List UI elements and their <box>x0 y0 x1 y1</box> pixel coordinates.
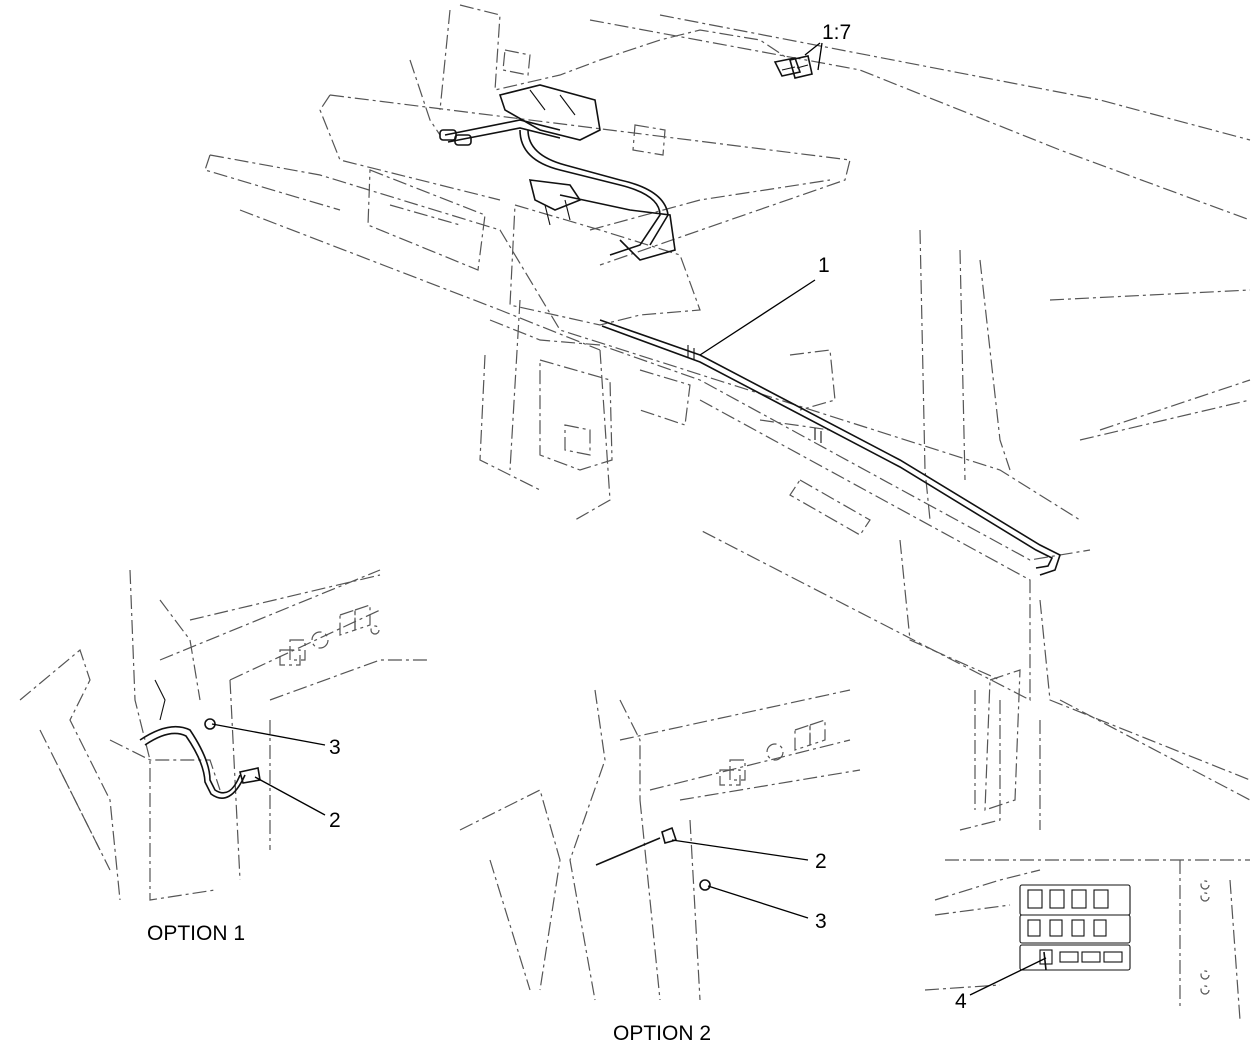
main-frame-phantom <box>204 4 1251 831</box>
leader-opt1-3 <box>211 723 326 746</box>
callout-opt2-3: 3 <box>815 910 827 933</box>
leader-opt2-3 <box>707 885 809 919</box>
callout-1-7: 1:7 <box>822 21 851 44</box>
option2-detail <box>459 689 861 1001</box>
connector-1-7 <box>773 55 813 79</box>
caption-option1: OPTION 1 <box>147 922 245 945</box>
callout-opt1-2: 2 <box>329 809 341 832</box>
leader-opt1-2 <box>254 776 326 816</box>
wiring-harness-main <box>439 84 1061 576</box>
leader-lines <box>211 42 1047 996</box>
callout-opt1-3: 3 <box>329 736 341 759</box>
callout-opt2-2: 2 <box>815 850 827 873</box>
leader-1-7-b <box>817 42 823 71</box>
fuse-block-detail <box>924 859 1250 1021</box>
caption-option2: OPTION 2 <box>613 1022 711 1042</box>
callout-1: 1 <box>818 254 830 277</box>
leader-1-7-a <box>804 42 821 56</box>
leader-4 <box>969 957 1047 996</box>
callout-4: 4 <box>955 990 967 1013</box>
leader-1 <box>699 279 816 356</box>
leader-opt2-2 <box>671 839 809 861</box>
option1-detail <box>19 569 430 901</box>
